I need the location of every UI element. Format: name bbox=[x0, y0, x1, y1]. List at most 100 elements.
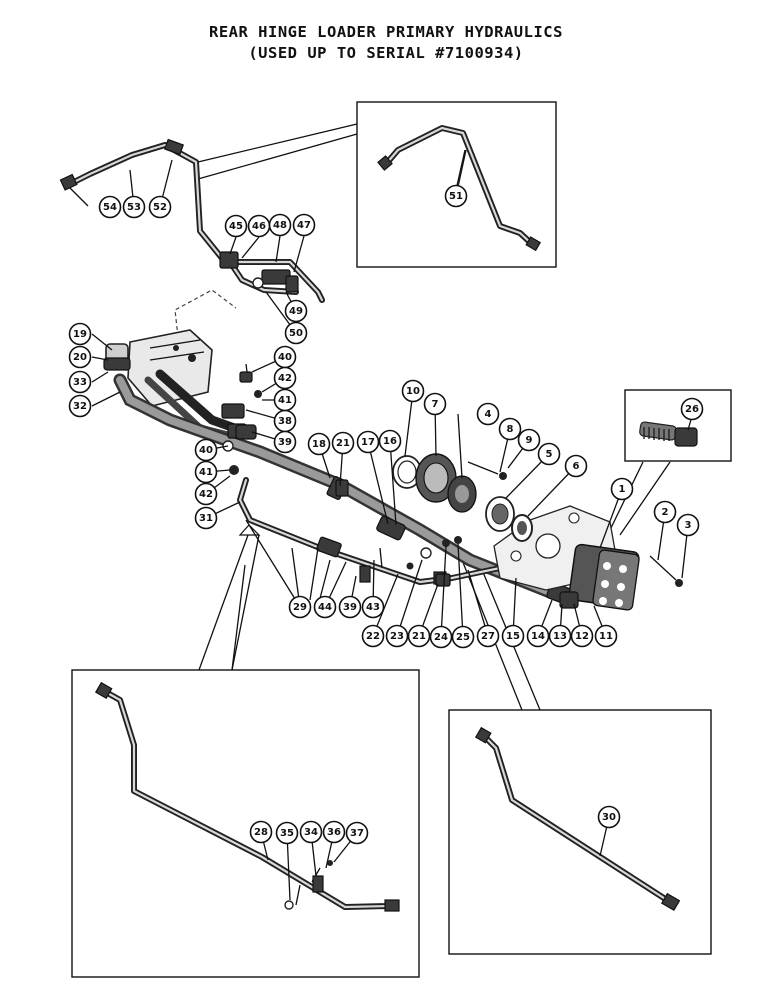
callout-circle bbox=[194, 438, 218, 462]
callout-circle bbox=[476, 402, 500, 426]
callout-26: 26 bbox=[680, 397, 704, 421]
callout-circle bbox=[526, 624, 550, 648]
callout-18: 18 bbox=[307, 432, 331, 456]
callout-circle bbox=[148, 195, 172, 219]
callout-number: 42 bbox=[278, 373, 292, 384]
callout-13: 13 bbox=[548, 624, 572, 648]
callout-number: 52 bbox=[153, 202, 167, 213]
callout-circle bbox=[429, 625, 453, 649]
callout-circle bbox=[98, 195, 122, 219]
callout-36: 36 bbox=[322, 820, 346, 844]
title-line-1: REAR HINGE LOADER PRIMARY HYDRAULICS bbox=[209, 23, 563, 41]
callout-number: 5 bbox=[546, 449, 553, 460]
callout-circle bbox=[299, 820, 323, 844]
callout-circle bbox=[288, 595, 312, 619]
callout-circle bbox=[610, 477, 634, 501]
valve-fittings bbox=[221, 363, 262, 475]
callout-circle bbox=[284, 321, 308, 345]
callout-number: 39 bbox=[278, 437, 292, 448]
hose-clamps bbox=[335, 479, 451, 587]
callout-number: 21 bbox=[336, 438, 350, 449]
callout-number: 41 bbox=[199, 467, 213, 478]
callout-9: 9 bbox=[517, 428, 541, 452]
callout-number: 19 bbox=[73, 329, 87, 340]
callout-number: 42 bbox=[199, 489, 213, 500]
callout-circle bbox=[498, 417, 522, 441]
upper-tube-assembly bbox=[59, 138, 325, 303]
callout-circle bbox=[676, 513, 700, 537]
callout-38: 38 bbox=[273, 409, 297, 433]
callout-number: 16 bbox=[383, 436, 397, 447]
callout-circle bbox=[378, 429, 402, 453]
callout-51: 51 bbox=[444, 184, 468, 208]
callout-circle bbox=[194, 506, 218, 530]
callout-number: 24 bbox=[434, 632, 448, 643]
callout-circle bbox=[501, 624, 525, 648]
callout-circle bbox=[268, 213, 292, 237]
callout-circle bbox=[680, 397, 704, 421]
callout-number: 13 bbox=[553, 631, 567, 642]
callout-number: 27 bbox=[481, 631, 495, 642]
callout-number: 32 bbox=[73, 401, 87, 412]
callout-number: 36 bbox=[327, 827, 341, 838]
callout-circle bbox=[385, 624, 409, 648]
title-line-2: (USED UP TO SERIAL #7100934) bbox=[248, 44, 524, 62]
callout-32: 32 bbox=[68, 394, 92, 418]
callout-number: 12 bbox=[575, 631, 589, 642]
callout-number: 17 bbox=[361, 437, 375, 448]
callout-45: 45 bbox=[224, 214, 248, 238]
callout-circle bbox=[273, 388, 297, 412]
callout-number: 44 bbox=[318, 602, 332, 613]
callout-54: 54 bbox=[98, 195, 122, 219]
callout-15: 15 bbox=[501, 624, 525, 648]
callout-number: 38 bbox=[278, 416, 292, 427]
callout-circle bbox=[537, 442, 561, 466]
pressure-tube-run bbox=[237, 477, 503, 585]
inset-box-tube-30 bbox=[448, 709, 712, 955]
callout-11: 11 bbox=[594, 624, 618, 648]
callout-35: 35 bbox=[275, 821, 299, 845]
callout-21: 21 bbox=[407, 624, 431, 648]
callout-number: 45 bbox=[229, 221, 243, 232]
callout-number: 54 bbox=[103, 202, 117, 213]
callout-circle bbox=[249, 820, 273, 844]
callout-circle bbox=[451, 625, 475, 649]
callout-23: 23 bbox=[385, 624, 409, 648]
callout-number: 41 bbox=[278, 395, 292, 406]
inset-box-tube-51 bbox=[356, 101, 557, 268]
callout-number: 33 bbox=[73, 377, 87, 388]
callout-49: 49 bbox=[284, 299, 308, 323]
callout-circle bbox=[224, 214, 248, 238]
callout-number: 4 bbox=[485, 409, 492, 420]
callout-number: 48 bbox=[273, 220, 287, 231]
callout-number: 29 bbox=[293, 602, 307, 613]
callout-number: 8 bbox=[507, 424, 514, 435]
callout-25: 25 bbox=[451, 625, 475, 649]
callout-circle bbox=[653, 500, 677, 524]
callout-27: 27 bbox=[476, 624, 500, 648]
callout-number: 43 bbox=[366, 602, 380, 613]
diagram-title: REAR HINGE LOADER PRIMARY HYDRAULICS (US… bbox=[0, 22, 772, 64]
callout-circle bbox=[68, 394, 92, 418]
callout-number: 34 bbox=[304, 827, 318, 838]
callout-5: 5 bbox=[537, 442, 561, 466]
callout-48: 48 bbox=[268, 213, 292, 237]
callout-number: 22 bbox=[366, 631, 380, 642]
control-valve-block bbox=[103, 329, 245, 440]
callout-number: 15 bbox=[506, 631, 520, 642]
callout-8: 8 bbox=[498, 417, 522, 441]
callout-number: 6 bbox=[573, 461, 580, 472]
callout-40: 40 bbox=[194, 438, 218, 462]
callout-number: 7 bbox=[432, 399, 439, 410]
callout-42: 42 bbox=[194, 482, 218, 506]
callout-circle bbox=[273, 366, 297, 390]
callout-46: 46 bbox=[247, 214, 271, 238]
callout-39: 39 bbox=[338, 595, 362, 619]
callout-circle bbox=[597, 805, 621, 829]
callout-7: 7 bbox=[423, 392, 447, 416]
callout-44: 44 bbox=[313, 595, 337, 619]
inset-leader-lines bbox=[174, 123, 671, 711]
callout-circle bbox=[122, 195, 146, 219]
callout-53: 53 bbox=[122, 195, 146, 219]
